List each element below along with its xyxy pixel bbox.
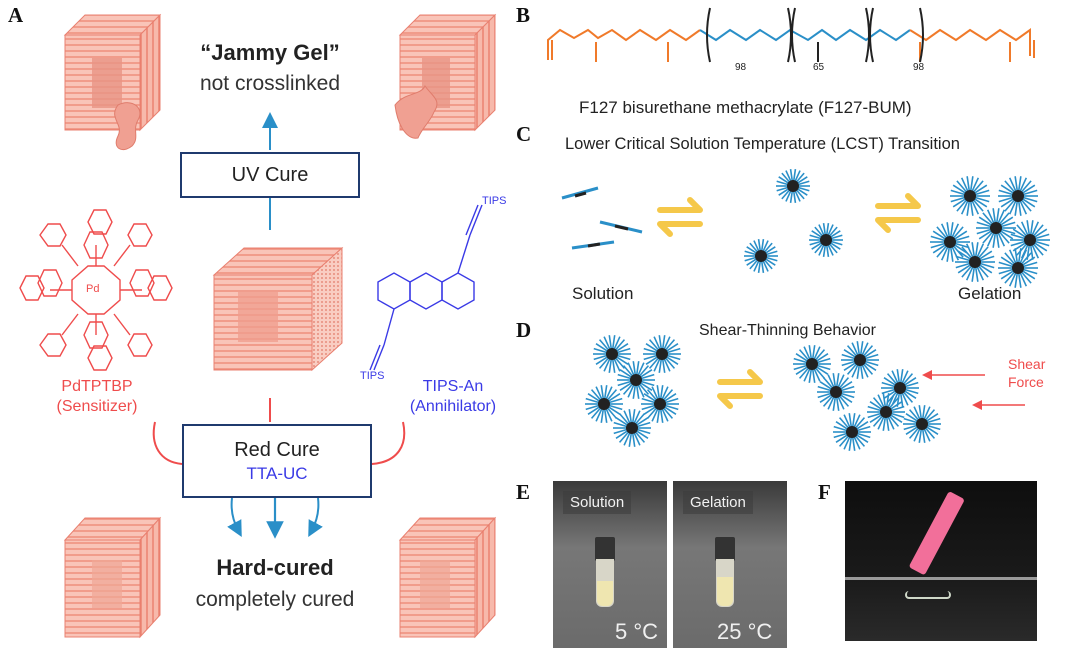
subscript-65: 65	[813, 62, 825, 73]
annihilator-structure	[369, 204, 483, 371]
micelle-gel-2	[976, 208, 1016, 248]
uv-cure-label: UV Cure	[231, 163, 309, 186]
glass-edge	[845, 577, 1037, 580]
sensitizer-structure	[19, 209, 173, 371]
photo-solution-label: Solution	[563, 491, 632, 514]
cube-uncured-center	[212, 246, 344, 372]
panel-letter-f: F	[818, 480, 831, 504]
subscript-98-second: 98	[913, 62, 925, 73]
micelle-shear-left-3	[585, 385, 623, 423]
printed-filament	[905, 591, 951, 599]
panel-letter-a: A	[8, 3, 24, 27]
connector-sensitizer	[152, 421, 183, 465]
micelle-free-2	[809, 223, 843, 257]
dispensing-tip	[908, 491, 965, 576]
jammy-gel-subtitle: not crosslinked	[199, 72, 341, 95]
micelle-free-0	[776, 169, 810, 203]
shear-thinning-title: Shear-Thinning Behavior	[699, 322, 876, 339]
micelle-shear-right-0	[793, 345, 831, 383]
panel-letter-e: E	[516, 480, 531, 504]
arrow-red-down-right	[308, 497, 323, 538]
cube-jammy-right	[394, 13, 497, 139]
equilibrium-arrow-shear	[717, 369, 763, 409]
micelle-shear-right-2	[881, 369, 919, 407]
panel-letter-c: C	[516, 122, 532, 146]
gelation-label: Gelation	[958, 284, 1022, 303]
micelle-shear-left-2	[617, 361, 655, 399]
vial-liquid-left	[597, 581, 613, 606]
micelle-free-1	[744, 239, 778, 273]
connector-annihilator	[371, 421, 406, 465]
photo-gelation-temp: 25 °C	[717, 619, 773, 644]
micelle-shear-right-5	[903, 405, 941, 443]
jammy-gel-title: “Jammy Gel”	[200, 40, 340, 65]
panel-letter-d: D	[516, 318, 532, 342]
micelle-layer	[585, 169, 1050, 451]
micelle-shear-left-1	[643, 335, 681, 373]
photo-gelation-label: Gelation	[683, 491, 753, 514]
micelle-shear-left-4	[641, 385, 679, 423]
equilibrium-arrow-micelle-gel	[875, 193, 921, 233]
sensitizer-role: (Sensitizer)	[56, 398, 138, 415]
f127-bum-structure	[547, 7, 1035, 63]
micelle-shear-left-0	[593, 335, 631, 373]
solution-label: Solution	[572, 284, 634, 303]
micelle-shear-right-1	[841, 341, 879, 379]
shear-label: Shear	[1008, 356, 1046, 372]
arrow-red-down-left	[227, 497, 242, 538]
photo-printing	[845, 481, 1037, 641]
micelle-gel-6	[998, 248, 1038, 288]
micelle-shear-right-4	[867, 393, 905, 431]
cube-jammy-left	[63, 13, 162, 151]
tips-bottom-label: TIPS	[360, 370, 385, 382]
micelle-shear-left-5	[613, 409, 651, 447]
f127-bum-caption: F127 bisurethane methacrylate (F127-BUM)	[579, 98, 912, 117]
subscript-98-first: 98	[735, 62, 747, 73]
cube-hard-left	[63, 516, 162, 639]
vial-cap-left	[595, 537, 615, 561]
pd-atom-label: Pd	[86, 283, 100, 295]
micelle-shear-right-3	[817, 373, 855, 411]
equilibrium-arrows	[657, 193, 921, 409]
photo-gelation: Gelation 25 °C	[673, 481, 787, 648]
lcst-title: Lower Critical Solution Temperature (LCS…	[565, 135, 960, 153]
equilibrium-arrow-solution-micelle	[657, 197, 703, 237]
vial-gel-right	[717, 577, 733, 606]
micelle-gel-0	[950, 176, 990, 216]
micelle-gel-1	[998, 176, 1038, 216]
micelle-gel-4	[1010, 220, 1050, 260]
tips-top-label: TIPS	[482, 195, 507, 207]
cube-hard-right	[398, 516, 497, 639]
panel-letter-b: B	[516, 3, 531, 27]
lcst-unimers	[561, 186, 643, 250]
micelle-shear-right-6	[833, 413, 871, 451]
photo-solution: Solution 5 °C	[553, 481, 667, 648]
tta-uc-label: TTA-UC	[246, 463, 308, 483]
red-cure-label: Red Cure	[234, 438, 320, 461]
sensitizer-name: PdTPTBP	[61, 378, 133, 395]
annihilator-name: TIPS-An	[422, 378, 484, 395]
red-cure-box: Red Cure TTA-UC	[182, 424, 372, 498]
annihilator-role: (Annihilator)	[409, 398, 497, 415]
micelle-gel-5	[955, 242, 995, 282]
uv-cure-box: UV Cure	[180, 152, 360, 198]
photo-solution-temp: 5 °C	[615, 619, 659, 644]
hard-cured-subtitle: completely cured	[195, 588, 355, 611]
force-label: Force	[1008, 374, 1044, 390]
hard-cured-title: Hard-cured	[216, 555, 334, 580]
vial-cap-right	[715, 537, 735, 561]
